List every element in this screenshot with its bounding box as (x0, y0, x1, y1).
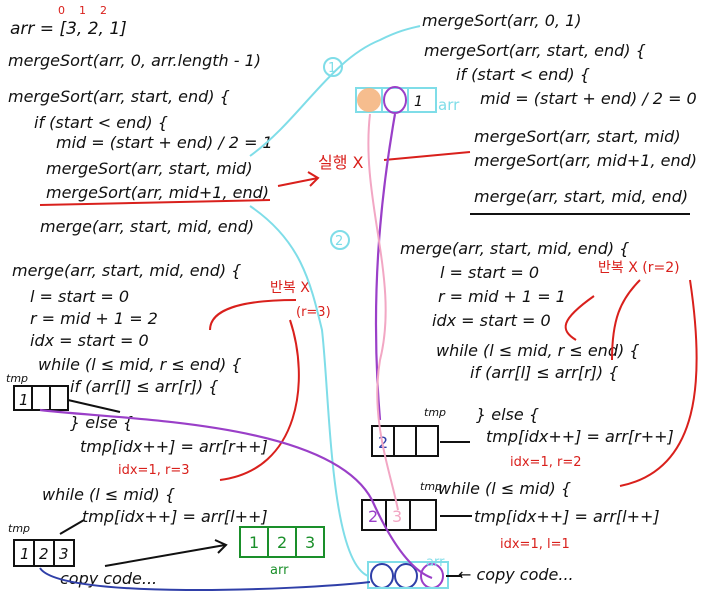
arr-cell-0: 1 (249, 533, 259, 552)
left-r-line: r = mid + 1 = 2 (30, 309, 158, 328)
repeat-right-note: 반복 X (r=2) (598, 260, 680, 276)
arr-cell-2: 3 (305, 533, 315, 552)
highlight-cell-0 (357, 88, 381, 112)
right-r-line: r = mid + 1 = 1 (438, 287, 566, 306)
right-recursive-call-1: mergeSort(arr, start, mid) (474, 127, 681, 146)
left-mid-line: mid = (start + end) / 2 = 1 (56, 133, 273, 152)
right-red-note-1: idx=1, r=2 (510, 455, 582, 470)
repeat-left-sub: (r=3) (296, 305, 331, 320)
bottom-arr-circle-0 (370, 563, 394, 589)
right-fn-signature: mergeSort(arr, start, end) { (424, 41, 646, 60)
purple-trace-1 (374, 113, 397, 421)
top-arr-cell-2: 1 (414, 94, 423, 110)
top-arr-label: arr (438, 96, 460, 114)
no-exec-note: 실행 X (318, 153, 364, 172)
bottom-arr-label: arr (426, 555, 445, 570)
tmp-bottom-box (13, 539, 75, 567)
left-copy: copy code... (60, 569, 157, 588)
arr-line: arr = [3, 2, 1] (10, 19, 127, 39)
left-recursive-call-1: mergeSort(arr, start, mid) (46, 159, 253, 178)
right-tmp-assign: tmp[idx++] = arr[r++] (486, 427, 674, 446)
left-idx-line: idx = start = 0 (30, 331, 149, 350)
right-tmp-label-2: tmp (420, 480, 442, 493)
left-initial-call: mergeSort(arr, 0, arr.length - 1) (8, 51, 261, 70)
left-l-line: l = start = 0 (30, 287, 129, 306)
tmp-bottom-cell-0: 1 (20, 545, 30, 563)
highlight-cell-1 (383, 86, 407, 114)
left-merge-call: merge(arr, start, mid, end) (40, 217, 254, 236)
left-if-line: if (start < end) { (34, 113, 168, 132)
right-while2: while (l ≤ mid) { (438, 479, 571, 498)
repeat-left-arrow (209, 299, 297, 331)
right-call: mergeSort(arr, 0, 1) (422, 11, 581, 30)
right-merge-signature: merge(arr, start, mid, end) { (400, 239, 629, 258)
left-tmp-assign: tmp[idx++] = arr[r++] (80, 437, 268, 456)
left-recursive-call-2: mergeSort(arr, mid+1, end) (46, 183, 269, 202)
left-red-note: idx=1, r=3 (118, 463, 190, 478)
arr-cell-1: 2 (277, 533, 287, 552)
tmp-bottom-cell-1: 2 (39, 545, 49, 563)
left-while2: while (l ≤ mid) { (42, 485, 175, 504)
no-exec-arrow (277, 177, 319, 187)
right-recursive-call-2: mergeSort(arr, mid+1, end) (474, 151, 697, 170)
left-if-compare: if (arr[l] ≤ arr[r]) { (70, 377, 218, 396)
right-l-line: l = start = 0 (440, 263, 539, 282)
left-fn-signature: mergeSort(arr, start, end) { (8, 87, 230, 106)
left-merge-signature: merge(arr, start, mid, end) { (12, 261, 241, 280)
right-idx-line: idx = start = 0 (432, 311, 551, 330)
right-tmp-assign2: tmp[idx++] = arr[l++] (474, 507, 660, 526)
cyan-arrow-top (249, 25, 421, 157)
repeat-right-arrow (611, 279, 641, 361)
idx-label-0: 0 (58, 4, 65, 17)
blue-trace (39, 567, 371, 592)
repeat-left-note: 반복 X (270, 280, 310, 296)
right-mid-line: mid = (start + end) / 2 = 0 (480, 89, 697, 108)
right-while-line: while (l ≤ mid, r ≤ end) { (436, 341, 639, 360)
cyan-arrow-bottom (249, 205, 369, 577)
bottom-arr-circle-1 (394, 563, 418, 589)
circle-2-label: 2 (335, 234, 343, 249)
right-merge-call: merge(arr, start, mid, end) (474, 187, 688, 206)
right-copy: ← copy code... (458, 565, 574, 584)
right-tmp-box-2-cell-0: 2 (368, 507, 378, 526)
right-tmp-box-2 (361, 499, 437, 531)
purple-trace-2 (39, 408, 433, 580)
strike-line (39, 199, 271, 206)
idx-label-2: 2 (100, 4, 107, 17)
tmp-top-cell-0: 1 (19, 391, 29, 409)
right-tmp-box-2-cell-1: 3 (392, 507, 402, 526)
arr-result-label: arr (270, 563, 289, 578)
left-while-line: while (l ≤ mid, r ≤ end) { (38, 355, 241, 374)
arr-result-box (239, 526, 325, 558)
right-tmp-box-1 (371, 425, 439, 457)
right-red-note-2: idx=1, l=1 (500, 537, 570, 552)
tmp-bottom-cell-2: 3 (59, 545, 69, 563)
tmp-top-label: tmp (6, 372, 28, 385)
circle-1-label: 1 (328, 61, 336, 76)
right-tmp-label-1: tmp (424, 406, 446, 419)
right-if-compare: if (arr[l] ≤ arr[r]) { (470, 363, 618, 382)
right-to-no-exec-arrow (383, 151, 471, 161)
tmp-bottom-label: tmp (8, 522, 30, 535)
idx-label-1: 1 (79, 4, 86, 17)
right-if-line: if (start < end) { (456, 65, 590, 84)
left-tmp-assign2: tmp[idx++] = arr[l++] (82, 507, 268, 526)
pink-trace (367, 113, 399, 511)
arrow-to-arr (104, 544, 226, 567)
right-else-line: } else { (476, 405, 539, 424)
